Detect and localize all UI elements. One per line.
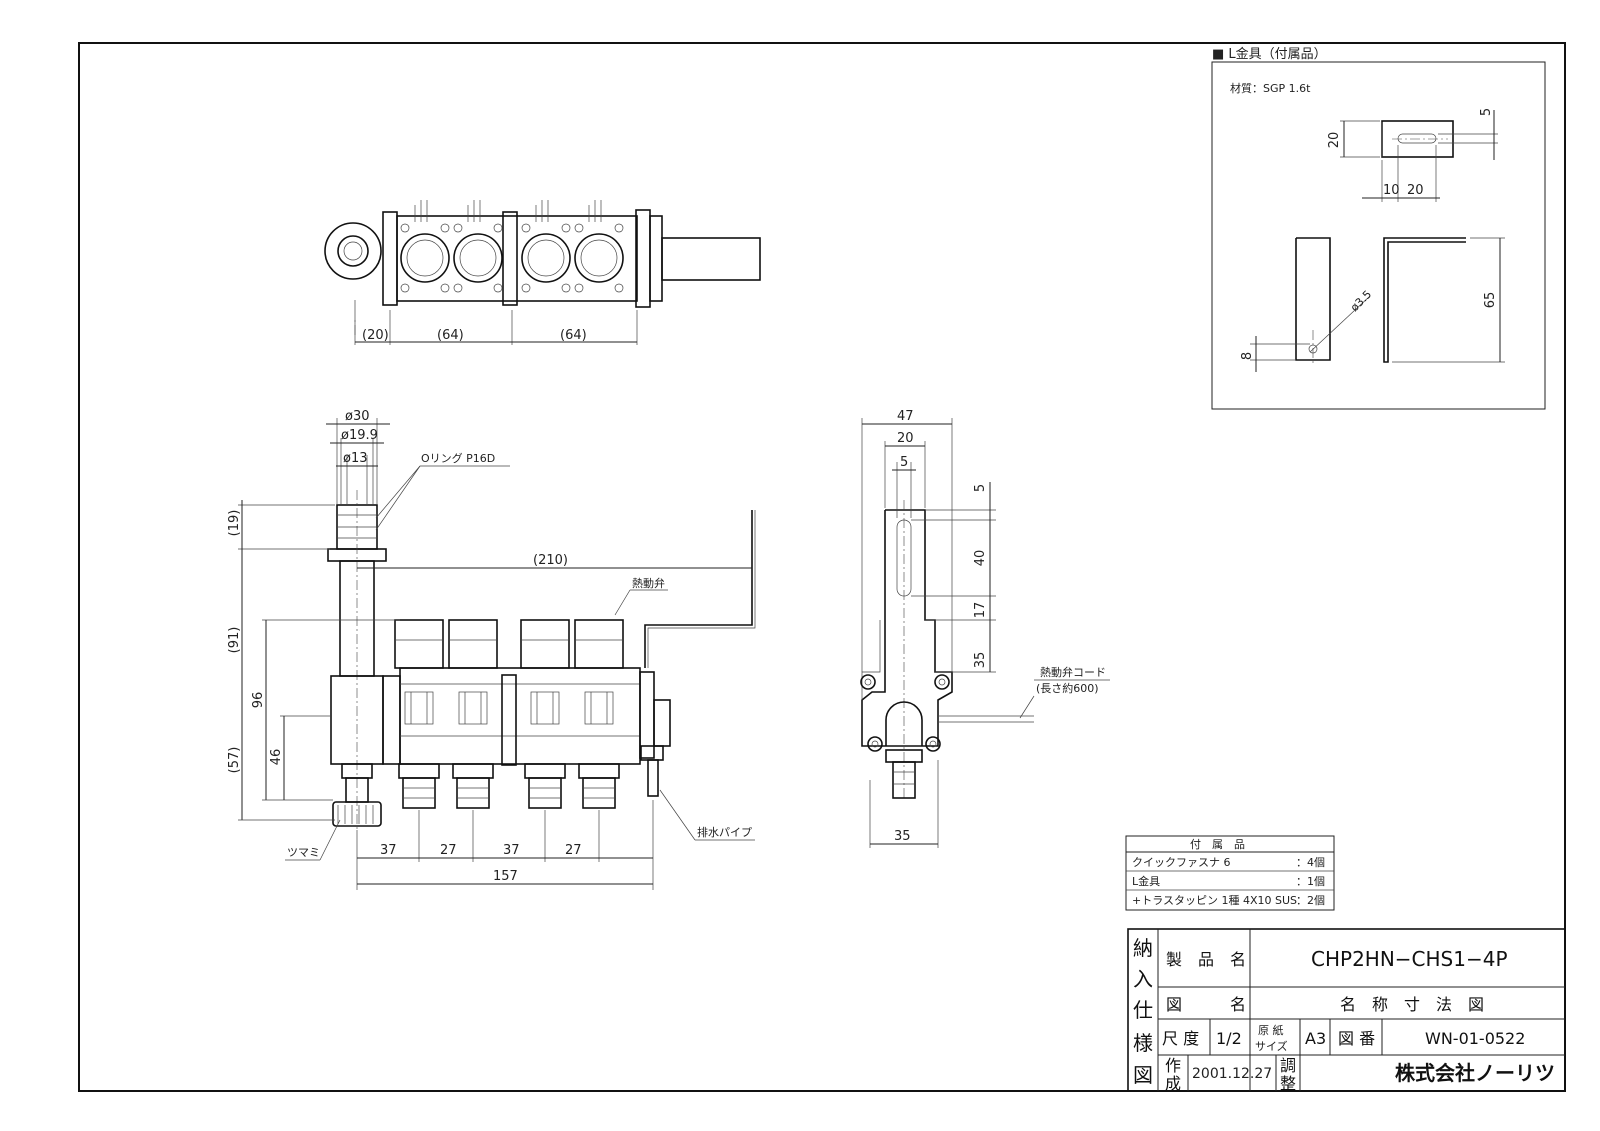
svg-text:46: 46 [269, 749, 284, 766]
svg-text:熱動弁: 熱動弁 [632, 576, 665, 590]
svg-text:47: 47 [897, 409, 914, 424]
valve-top-view [400, 200, 450, 293]
adjust-label: 整 [1280, 1074, 1296, 1093]
adjust-label: 調 [1280, 1056, 1296, 1075]
svg-text:37: 37 [380, 843, 397, 858]
valve-top-view [521, 200, 571, 293]
top-dim-64b: (64) [560, 328, 587, 343]
company-name: 株式会社ノーリツ [1395, 1061, 1555, 1085]
top-view: (20) (64) (64) [324, 200, 761, 345]
svg-text:40: 40 [973, 550, 988, 567]
svg-text:ø13: ø13 [343, 451, 368, 466]
front-view: ø30 ø19.9 ø13 Oリング P16D (19) (91) (57) 9… [227, 409, 756, 890]
accessory-item-name: L金具 [1132, 874, 1160, 888]
title-vertical-char: 入 [1133, 967, 1153, 991]
scale-value: 1/2 [1216, 1029, 1242, 1048]
svg-text:ツマミ: ツマミ [287, 846, 320, 859]
svg-text:10: 10 [1383, 183, 1400, 198]
accessory-item-qty: ：2個 [1296, 894, 1325, 907]
svg-text:(91): (91) [227, 627, 242, 654]
svg-text:排水パイプ: 排水パイプ [697, 825, 752, 839]
paper-size-value: A3 [1305, 1029, 1326, 1048]
svg-text:157: 157 [493, 869, 518, 884]
product-name: CHP2HN−CHS1−4P [1311, 947, 1508, 971]
drawing-number: WN-01-0522 [1425, 1029, 1525, 1048]
svg-text:熱動弁コード: 熱動弁コード [1040, 665, 1106, 679]
svg-text:20: 20 [897, 431, 914, 446]
accessory-item-qty: ：1個 [1296, 875, 1325, 888]
svg-text:20: 20 [1407, 183, 1424, 198]
made-label: 成 [1165, 1074, 1181, 1093]
valve-front-view [394, 619, 444, 809]
svg-text:ø30: ø30 [345, 409, 370, 424]
title-block: 納 入 仕 様 図 製 品 名 CHP2HN−CHS1−4P 図 名 名 称 寸… [1127, 928, 1566, 1093]
drawing-name-label: 図 名 [1166, 995, 1246, 1014]
product-name-label: 製 品 名 [1166, 950, 1246, 969]
svg-text:(長さ約600): (長さ約600) [1036, 681, 1099, 695]
top-dim-20: (20) [362, 328, 389, 343]
scale-label: 尺 度 [1162, 1029, 1199, 1048]
drawing-name: 名 称 寸 法 図 [1340, 995, 1484, 1014]
svg-text:ø3.5: ø3.5 [1348, 288, 1374, 314]
svg-text:20: 20 [1327, 132, 1342, 149]
svg-text:(19): (19) [227, 510, 242, 537]
svg-text:35: 35 [894, 829, 911, 844]
accessory-header: 付 属 品 [1190, 838, 1245, 851]
valve-top-view [574, 200, 624, 293]
title-vertical-char: 納 [1133, 936, 1153, 960]
paper-size-label: サイズ [1255, 1039, 1288, 1053]
bracket-panel-title: ■ L金具（付属品） [1212, 46, 1327, 62]
svg-text:ø19.9: ø19.9 [341, 428, 378, 443]
made-label: 作 [1165, 1056, 1181, 1075]
title-vertical-char: 図 [1133, 1063, 1153, 1087]
paper-size-label: 原 紙 [1258, 1023, 1284, 1037]
bracket-material: 材質：SGP 1.6t [1230, 81, 1311, 95]
svg-text:37: 37 [503, 843, 520, 858]
svg-text:(57): (57) [227, 747, 242, 774]
svg-text:27: 27 [565, 843, 582, 858]
svg-text:65: 65 [1483, 292, 1498, 309]
valve-front-view [574, 619, 624, 809]
accessory-item-name: +トラスタッピン 1種 4X10 SUS [1132, 893, 1297, 907]
svg-text:96: 96 [251, 692, 266, 709]
bracket-panel: ■ L金具（付属品） 材質：SGP 1.6t 20 5 10 20 ø3.5 8 [1211, 46, 1546, 410]
svg-text:17: 17 [973, 602, 988, 619]
svg-text:35: 35 [973, 652, 988, 669]
svg-text:5: 5 [973, 484, 988, 492]
svg-text:(210): (210) [533, 553, 568, 568]
drawing-number-label: 図 番 [1338, 1029, 1375, 1048]
svg-text:Oリング P16D: Oリング P16D [421, 451, 495, 465]
top-dim-64a: (64) [437, 328, 464, 343]
svg-text:8: 8 [1240, 352, 1255, 360]
svg-text:5: 5 [900, 455, 908, 470]
title-vertical-char: 様 [1133, 1031, 1153, 1055]
drawing-frame [78, 42, 1566, 1092]
valve-front-view [448, 619, 498, 809]
svg-text:5: 5 [1479, 108, 1494, 116]
svg-text:27: 27 [440, 843, 457, 858]
accessory-table: 付 属 品 クイックファスナ 6 ：4個 L金具 ：1個 +トラスタッピン 1種… [1125, 835, 1335, 911]
valve-top-view [453, 200, 503, 293]
side-view: 47 20 5 5 40 17 35 35 熱動弁コード (長さ約600) [860, 409, 1110, 848]
accessory-item-name: クイックファスナ 6 [1132, 856, 1231, 869]
valve-front-view [520, 619, 570, 809]
title-vertical-char: 仕 [1133, 998, 1153, 1022]
made-date: 2001.12.27 [1192, 1066, 1272, 1082]
accessory-item-qty: ：4個 [1296, 856, 1325, 869]
